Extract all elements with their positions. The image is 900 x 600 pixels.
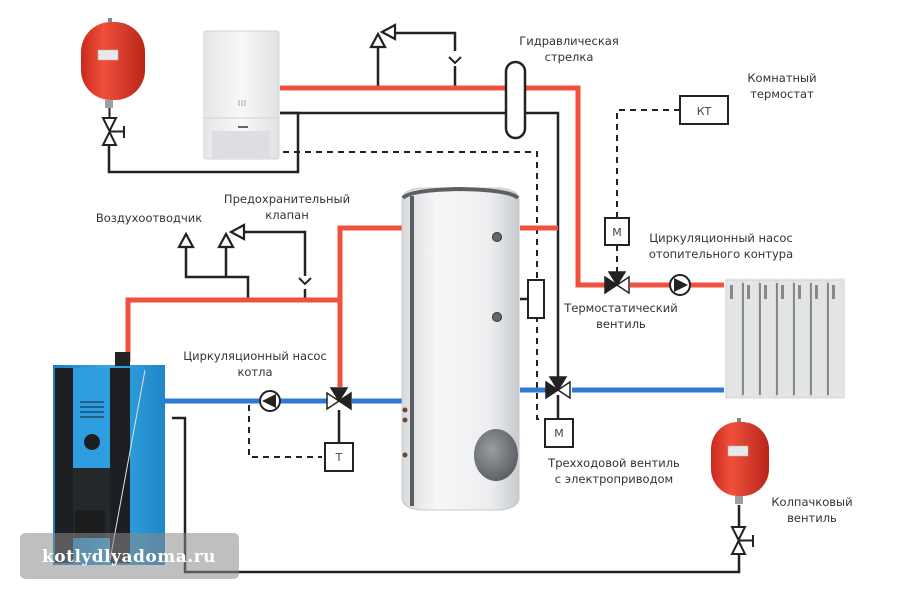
label-air-vent: Воздухоотводчик (96, 211, 202, 225)
hot-pipes (125, 85, 724, 387)
label-cap-valve: Колпачковый вентиль (771, 495, 852, 525)
radiator (725, 278, 845, 399)
return-pipe-top (280, 111, 560, 390)
room-thermostat-box: КТ (679, 95, 729, 125)
safety-valve-left-icon (228, 223, 246, 241)
check-mark-top-icon (448, 56, 462, 65)
label-safety-valve: Предохранительный клапан (224, 192, 350, 222)
hot-pipe-solid-boiler-riser (125, 297, 340, 362)
boiler-three-way-valve-icon (326, 387, 352, 411)
expansion-tank-top (81, 18, 145, 108)
thermostatic-valve-icon (604, 271, 630, 295)
label-hydraulic-separator: Гидравлическая стрелка (519, 34, 619, 64)
label-three-way-valve-line1: Трехходовой вентиль (547, 456, 680, 470)
air-vent-mid-icon (217, 231, 235, 249)
label-room-thermostat-line1: Комнатный (747, 71, 816, 85)
tank-temperature-sensor (527, 279, 545, 319)
label-boiler-pump-line1: Циркуляционный насос (183, 349, 327, 363)
check-mark-left-icon (298, 277, 312, 286)
label-thermostatic-valve: Термостатический вентиль (563, 301, 677, 331)
thermostat-box: Т (324, 442, 354, 472)
room-thermostat-box-label: КТ (697, 105, 712, 118)
storage-tank (401, 186, 520, 511)
air-vent-left-icon (177, 231, 195, 249)
solid-fuel-boiler (53, 352, 165, 565)
cap-valve-top-icon (101, 108, 125, 146)
motor-bottom-box: М (544, 418, 574, 448)
hot-pipe-to-tank-top (337, 225, 403, 300)
expansion-tank-bottom (711, 418, 769, 504)
control-line-kt-to-motor (616, 109, 680, 218)
watermark: kotlydlyadoma.ru (20, 533, 239, 579)
label-thermostatic-valve-line2: вентиль (596, 317, 646, 331)
air-vent-top-icon (369, 31, 387, 49)
label-cap-valve-line2: вентиль (787, 511, 837, 525)
label-hydraulic-separator-line2: стрелка (545, 50, 594, 64)
wall-gas-boiler (203, 30, 280, 160)
label-three-way-valve: Трехходовой вентиль с электроприводом (547, 456, 680, 486)
electric-three-way-valve-icon (545, 376, 571, 400)
label-safety-valve-line2: клапан (265, 208, 308, 222)
heating-circulation-pump-icon (669, 274, 691, 296)
label-thermostatic-valve-line1: Термостатический (563, 301, 677, 315)
label-boiler-pump-line2: котла (237, 365, 272, 379)
label-three-way-valve-line2: с электроприводом (555, 472, 673, 486)
boiler-circulation-pump-icon (259, 390, 281, 412)
cap-valve-bottom-icon (730, 526, 754, 555)
label-safety-valve-line1: Предохранительный (224, 192, 350, 206)
watermark-text: kotlydlyadoma.ru (42, 547, 216, 567)
label-heating-pump: Циркуляционный насос отопительного конту… (649, 231, 793, 261)
hot-pipe-wallboiler-to-separator (280, 85, 605, 288)
label-hydraulic-separator-line1: Гидравлическая (519, 34, 619, 48)
motor-bottom-box-label: М (554, 427, 564, 440)
top-safety-valve-branch (387, 31, 457, 51)
safety-valve-branch (236, 230, 307, 276)
label-heating-pump-line1: Циркуляционный насос (649, 231, 793, 245)
motor-top-box: М (604, 217, 630, 246)
label-heating-pump-line2: отопительного контура (649, 247, 793, 261)
label-boiler-pump: Циркуляционный насос котла (183, 349, 327, 379)
thermostat-box-label: Т (335, 451, 343, 464)
safety-valve-top-icon (379, 23, 397, 41)
air-vent-branch (184, 248, 250, 300)
label-cap-valve-line1: Колпачковый (771, 495, 852, 509)
motor-top-box-label: М (612, 226, 622, 239)
label-room-thermostat-line2: термостат (750, 87, 814, 101)
cold-pipes (162, 387, 724, 404)
label-room-thermostat: Комнатный термостат (747, 71, 816, 101)
hydraulic-separator (504, 60, 527, 140)
control-line-pump-to-thermostat (248, 405, 322, 458)
